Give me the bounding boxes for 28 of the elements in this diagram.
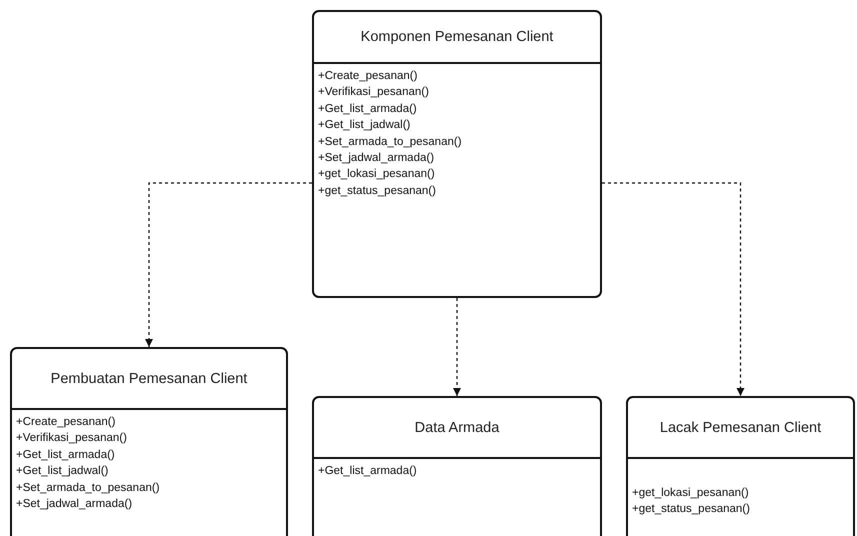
method-text: +Get_list_armada(): [318, 102, 418, 117]
class-name: Lacak Pemesanan Client: [628, 398, 853, 459]
method-text: +Create_pesanan(): [318, 69, 418, 84]
dashed-arrow: [453, 298, 461, 396]
method-text: +Create_pesanan(): [16, 415, 116, 430]
method-text: +Verifikasi_pesanan(): [16, 431, 128, 446]
class-name: Komponen Pemesanan Client: [314, 12, 600, 64]
method-text: +get_lokasi_pesanan(): [632, 486, 750, 501]
method-text: +Set_jadwal_armada(): [318, 151, 436, 166]
method-text: +Get_list_jadwal(): [16, 464, 110, 480]
method-text: +Set_armada_to_pesanan(): [318, 134, 463, 150]
method-text: +Get_list_armada(): [318, 464, 418, 479]
method-text: +get_lokasi_pesanan(): [318, 167, 436, 182]
class-box: [312, 396, 602, 536]
method-text: +Get_list_jadwal(): [318, 118, 412, 134]
class-name: Pembuatan Pemesanan Client: [12, 349, 286, 410]
method-text: +Get_list_armada(): [16, 448, 116, 463]
class-name: Data Armada: [314, 398, 600, 459]
method-text: +Verifikasi_pesanan(): [318, 85, 430, 100]
class-box: [626, 396, 855, 536]
method-text: +get_status_pesanan(): [318, 184, 437, 199]
dashed-arrow: [602, 182, 744, 396]
class-box: [10, 347, 288, 536]
dashed-arrow: [145, 182, 312, 347]
class-box: [312, 10, 602, 298]
method-text: +Set_jadwal_armada(): [16, 497, 134, 512]
method-text: +Set_armada_to_pesanan(): [16, 480, 161, 496]
method-text: +get_status_pesanan(): [632, 502, 751, 518]
